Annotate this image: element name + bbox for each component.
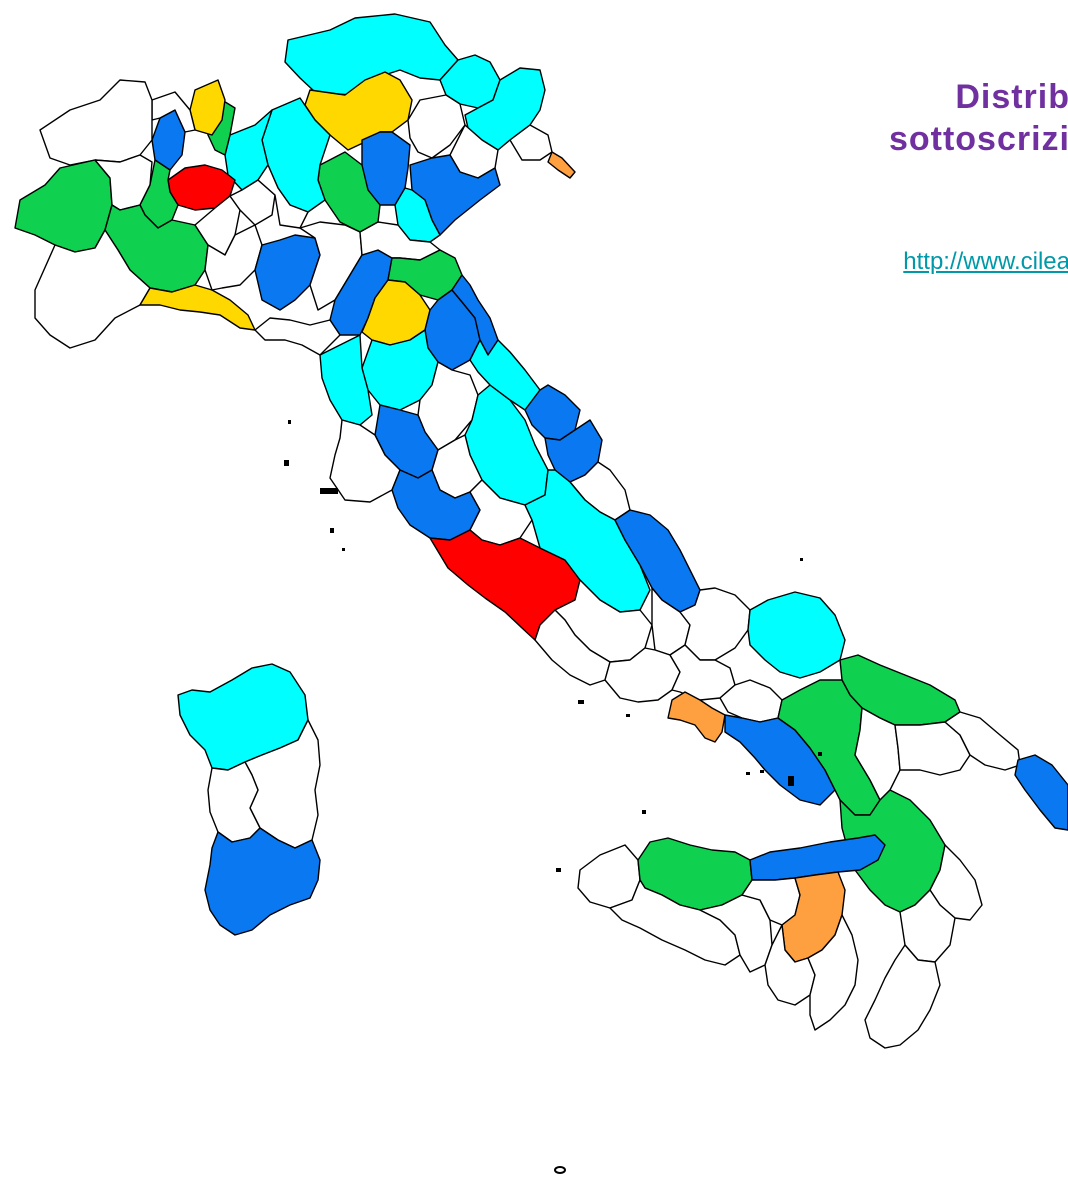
province-taranto [894, 721, 971, 776]
island-ventotene [626, 714, 630, 717]
province-reggio [864, 944, 941, 1049]
province-salerno [724, 714, 836, 806]
provinces-layer [14, 13, 1068, 1049]
island-elba [320, 488, 338, 494]
island-capraia [284, 460, 289, 466]
island-montecristo [342, 548, 345, 551]
province-aosta [39, 79, 153, 166]
province-verbania [151, 91, 196, 133]
island-ponza [578, 700, 584, 704]
island-giglio [330, 528, 334, 533]
island-gorgona [288, 420, 291, 424]
province-ascoli [524, 384, 581, 441]
province-cagliari [204, 827, 321, 936]
province-trapani [577, 844, 641, 909]
map-title-line2: sottoscrizi [888, 120, 1068, 158]
province-trieste [547, 151, 576, 179]
province-macerata [469, 339, 541, 411]
province-torino [14, 159, 113, 253]
province-lecce [1014, 754, 1068, 831]
province-belluno [407, 94, 466, 159]
island-alicudi [746, 772, 750, 775]
map-title-line1: Distrib [955, 78, 1068, 116]
small-islands [284, 420, 822, 1174]
province-sondrio [284, 13, 459, 96]
island-filicudi [760, 770, 764, 773]
cilea-link[interactable]: http://www.cilea [903, 248, 1068, 275]
province-latina [534, 609, 611, 686]
province-genova [139, 284, 256, 331]
island-ustica [642, 810, 646, 814]
province-laquila [524, 469, 651, 613]
province-lucca [254, 317, 341, 356]
province-mantova [257, 164, 309, 229]
island-stromboli [818, 752, 822, 756]
province-pisa [319, 334, 373, 426]
island-tremiti [800, 558, 803, 561]
province-cremona [229, 179, 276, 226]
province-oristano [207, 761, 261, 843]
island-egadi [556, 868, 561, 872]
province-foggia [747, 591, 846, 679]
province-parma [254, 234, 321, 311]
province-siracusa [807, 914, 859, 1031]
island-lipari [788, 776, 794, 786]
map-title: Distrib sottoscrizi [889, 76, 1068, 160]
province-grosseto [329, 419, 401, 503]
province-napoli [667, 691, 726, 743]
island-pantelleria [554, 1166, 566, 1174]
